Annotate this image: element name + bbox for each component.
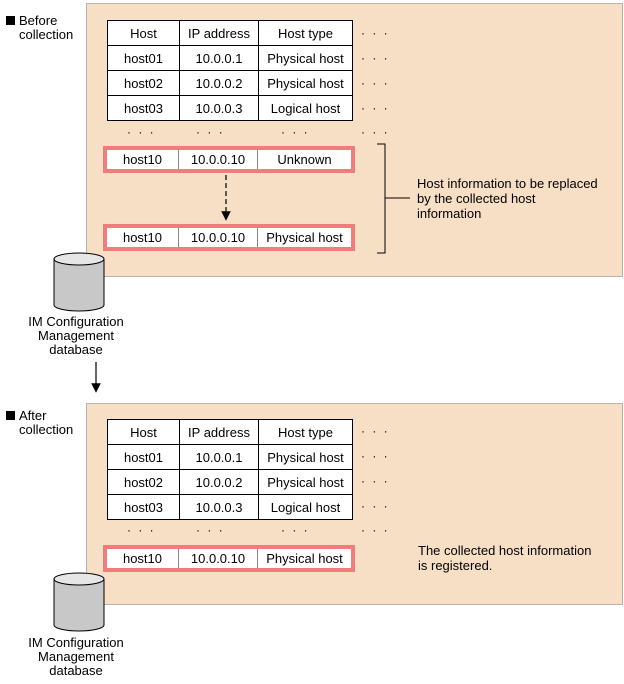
table-row: host10 10.0.0.10 Physical host bbox=[107, 228, 351, 247]
more-columns-ellipsis: · · · bbox=[361, 424, 390, 438]
before-collection-label: Before collection bbox=[6, 14, 73, 42]
old-host-row-highlight: host10 10.0.0.10 Unknown bbox=[103, 146, 355, 173]
column-header-type: Host type bbox=[258, 419, 353, 445]
more-columns-ellipsis: · · · bbox=[361, 101, 390, 115]
database-label: IM Configuration Management database bbox=[28, 314, 124, 357]
column-header-type: Host type bbox=[258, 20, 353, 46]
new-host-row-highlight: host10 10.0.0.10 Physical host bbox=[103, 224, 355, 251]
table-header-row: Host IP address Host type bbox=[107, 20, 353, 46]
table-row: host10 10.0.0.10 Unknown bbox=[107, 150, 351, 169]
registered-note: The collected host information is regist… bbox=[418, 543, 592, 573]
table-row: host02 10.0.0.2 Physical host bbox=[107, 469, 353, 495]
more-columns-ellipsis: · · · bbox=[361, 499, 390, 513]
before-host-table: Host IP address Host type host01 10.0.0.… bbox=[107, 20, 353, 121]
after-collection-label: After collection bbox=[6, 409, 73, 437]
table-row: host01 10.0.0.1 Physical host bbox=[107, 444, 353, 470]
more-rows-ellipsis: · · · bbox=[281, 125, 310, 139]
bullet-square-icon bbox=[6, 411, 15, 420]
more-columns-ellipsis: · · · bbox=[361, 449, 390, 463]
more-rows-ellipsis: · · · bbox=[127, 125, 156, 139]
more-rows-ellipsis: · · · bbox=[361, 523, 390, 537]
database-icon bbox=[53, 252, 105, 312]
column-header-ip: IP address bbox=[179, 20, 259, 46]
more-rows-ellipsis: · · · bbox=[127, 523, 156, 537]
table-row: host02 10.0.0.2 Physical host bbox=[107, 70, 353, 96]
column-header-host: Host bbox=[107, 20, 180, 46]
more-rows-ellipsis: · · · bbox=[281, 523, 310, 537]
table-row: host03 10.0.0.3 Logical host bbox=[107, 95, 353, 121]
after-host-table: Host IP address Host type host01 10.0.0.… bbox=[107, 419, 353, 520]
more-columns-ellipsis: · · · bbox=[361, 76, 390, 90]
database-label: IM Configuration Management database bbox=[28, 635, 124, 678]
more-columns-ellipsis: · · · bbox=[361, 26, 390, 40]
more-columns-ellipsis: · · · bbox=[361, 51, 390, 65]
bracket bbox=[377, 143, 386, 254]
more-rows-ellipsis: · · · bbox=[196, 523, 225, 537]
database-icon bbox=[53, 572, 105, 632]
bullet-square-icon bbox=[6, 16, 15, 25]
table-row: host10 10.0.0.10 Physical host bbox=[107, 549, 351, 568]
table-row: host03 10.0.0.3 Logical host bbox=[107, 494, 353, 520]
more-columns-ellipsis: · · · bbox=[361, 474, 390, 488]
column-header-host: Host bbox=[107, 419, 180, 445]
more-rows-ellipsis: · · · bbox=[361, 125, 390, 139]
column-header-ip: IP address bbox=[179, 419, 259, 445]
registered-host-row-highlight: host10 10.0.0.10 Physical host bbox=[103, 545, 355, 572]
more-rows-ellipsis: · · · bbox=[196, 125, 225, 139]
replace-note: Host information to be replaced by the c… bbox=[417, 176, 598, 221]
table-header-row: Host IP address Host type bbox=[107, 419, 353, 445]
